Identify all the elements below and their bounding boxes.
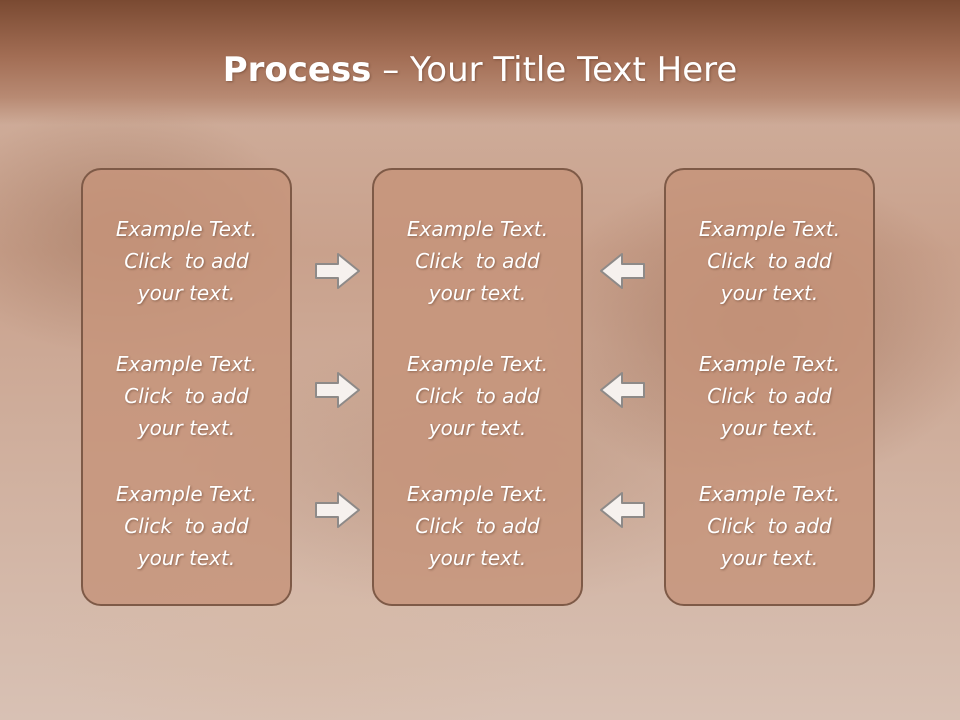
- text-block[interactable]: Example Text. Click to add your text.: [666, 478, 873, 574]
- text-block[interactable]: Example Text. Click to add your text.: [374, 478, 581, 574]
- text-line: Click to add: [707, 514, 832, 538]
- title-bold-text: Process: [222, 50, 372, 90]
- title-banner: [0, 0, 960, 125]
- text-block[interactable]: Example Text. Click to add your text.: [83, 478, 290, 574]
- center-text-box[interactable]: Example Text. Click to add your text. Ex…: [372, 168, 583, 606]
- text-line: Example Text.: [698, 352, 841, 376]
- text-line: Click to add: [415, 384, 540, 408]
- arrow-right-icon: [315, 253, 360, 289]
- arrow-left-icon: [600, 492, 645, 528]
- text-line: your text.: [720, 546, 819, 570]
- text-line: Example Text.: [406, 217, 549, 241]
- left-text-box[interactable]: Example Text. Click to add your text. Ex…: [81, 168, 292, 606]
- right-text-box[interactable]: Example Text. Click to add your text. Ex…: [664, 168, 875, 606]
- text-line: your text.: [720, 281, 819, 305]
- text-line: your text.: [428, 416, 527, 440]
- text-block[interactable]: Example Text. Click to add your text.: [374, 213, 581, 309]
- text-block[interactable]: Example Text. Click to add your text.: [83, 348, 290, 444]
- text-line: Example Text.: [698, 482, 841, 506]
- arrow-left-icon: [600, 253, 645, 289]
- arrow-left-icon: [600, 372, 645, 408]
- arrow-right-icon: [315, 372, 360, 408]
- text-line: Click to add: [124, 514, 249, 538]
- text-line: your text.: [720, 416, 819, 440]
- text-block[interactable]: Example Text. Click to add your text.: [666, 213, 873, 309]
- text-line: Example Text.: [115, 217, 258, 241]
- text-line: Click to add: [415, 514, 540, 538]
- text-line: Click to add: [707, 249, 832, 273]
- text-line: your text.: [137, 281, 236, 305]
- text-line: Example Text.: [115, 352, 258, 376]
- text-line: Example Text.: [698, 217, 841, 241]
- text-line: Click to add: [415, 249, 540, 273]
- title-rest-text: – Your Title Text Here: [371, 50, 738, 90]
- text-block[interactable]: Example Text. Click to add your text.: [83, 213, 290, 309]
- text-block[interactable]: Example Text. Click to add your text.: [666, 348, 873, 444]
- text-line: Click to add: [124, 384, 249, 408]
- arrow-right-icon: [315, 492, 360, 528]
- text-line: your text.: [137, 546, 236, 570]
- text-block[interactable]: Example Text. Click to add your text.: [374, 348, 581, 444]
- text-line: Example Text.: [406, 482, 549, 506]
- text-line: your text.: [428, 546, 527, 570]
- text-line: Example Text.: [115, 482, 258, 506]
- text-line: Click to add: [707, 384, 832, 408]
- text-line: your text.: [137, 416, 236, 440]
- text-line: Click to add: [124, 249, 249, 273]
- slide-title[interactable]: Process – Your Title Text Here: [0, 50, 960, 90]
- text-line: Example Text.: [406, 352, 549, 376]
- text-line: your text.: [428, 281, 527, 305]
